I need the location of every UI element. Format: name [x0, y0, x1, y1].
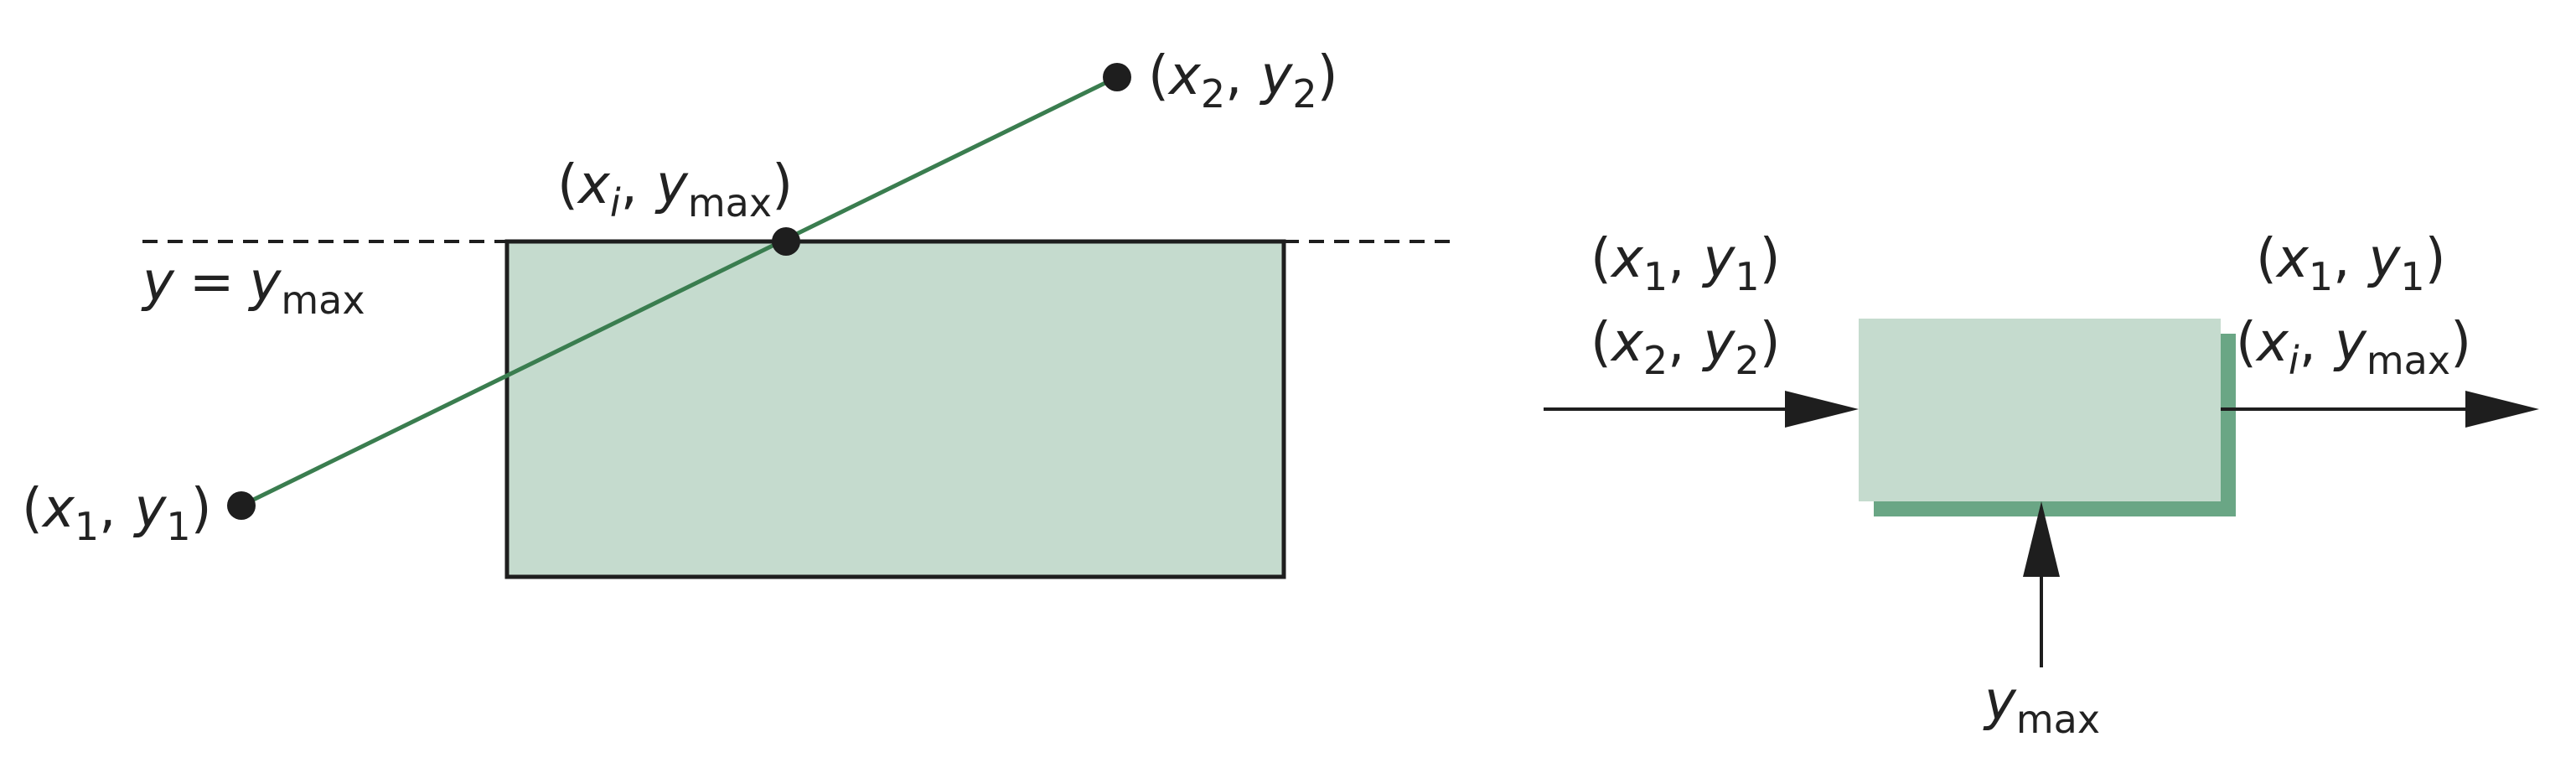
endpoint-p2-dot [1103, 63, 1131, 91]
label-output-pi: (xi,ymax) [2236, 312, 2471, 383]
label-output-p1: (x1,y1) [2256, 228, 2446, 299]
clip-rectangle [504, 239, 1286, 579]
label-input-p2: (x2,y2) [1591, 312, 1781, 383]
label-ymax-input: ymax [1983, 671, 2100, 742]
intersection-dot [772, 227, 800, 256]
label-p2: (x2,y2) [1148, 45, 1338, 117]
ymax-arrowhead [2023, 501, 2060, 577]
input-arrowhead [1785, 391, 1859, 428]
label-input-p1: (x1,y1) [1591, 228, 1781, 299]
line-segment [240, 75, 1119, 508]
clipper-box [1859, 319, 2221, 501]
left-figure: (x1,y1) (x2,y2) (xi,ymax) y=ymax [22, 45, 1458, 579]
label-boundary: y=ymax [141, 252, 365, 323]
label-intersection: (xi,ymax) [557, 154, 793, 226]
label-p1: (x1,y1) [22, 478, 212, 549]
endpoint-p1-dot [227, 491, 256, 520]
output-arrowhead [2465, 391, 2539, 428]
right-figure: (x1,y1) (x2,y2) (x1,y1) (xi,ymax) ymax [1544, 228, 2539, 742]
